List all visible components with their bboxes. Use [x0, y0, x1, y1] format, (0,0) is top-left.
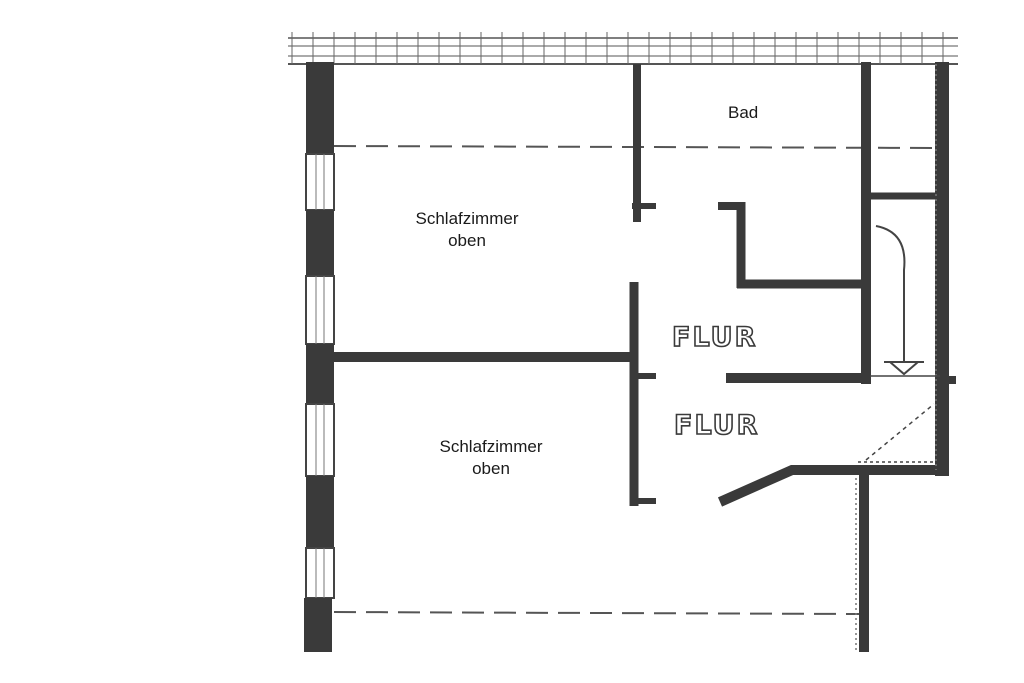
room-label-schlafzimmer-top: Schlafzimmer oben	[400, 208, 534, 252]
room-label-line2: oben	[472, 459, 510, 478]
room-label-flur-lower: FLUR	[673, 409, 760, 442]
left-exterior-wall	[304, 62, 335, 652]
room-label-bad: Bad	[728, 103, 759, 122]
railing-ticks	[291, 32, 944, 64]
room-label-line1: Schlafzimmer	[439, 437, 543, 456]
room-label-line1: Schlafzimmer	[415, 209, 519, 228]
interior-walls	[332, 62, 956, 652]
stair-symbol	[858, 225, 940, 463]
room-label-schlafzimmer-bottom: Schlafzimmer oben	[424, 436, 558, 480]
top-railing	[288, 37, 958, 65]
room-label-flur-upper: FLUR	[671, 321, 758, 354]
shaft-hatching	[855, 64, 937, 652]
room-label-line2: oben	[448, 231, 486, 250]
